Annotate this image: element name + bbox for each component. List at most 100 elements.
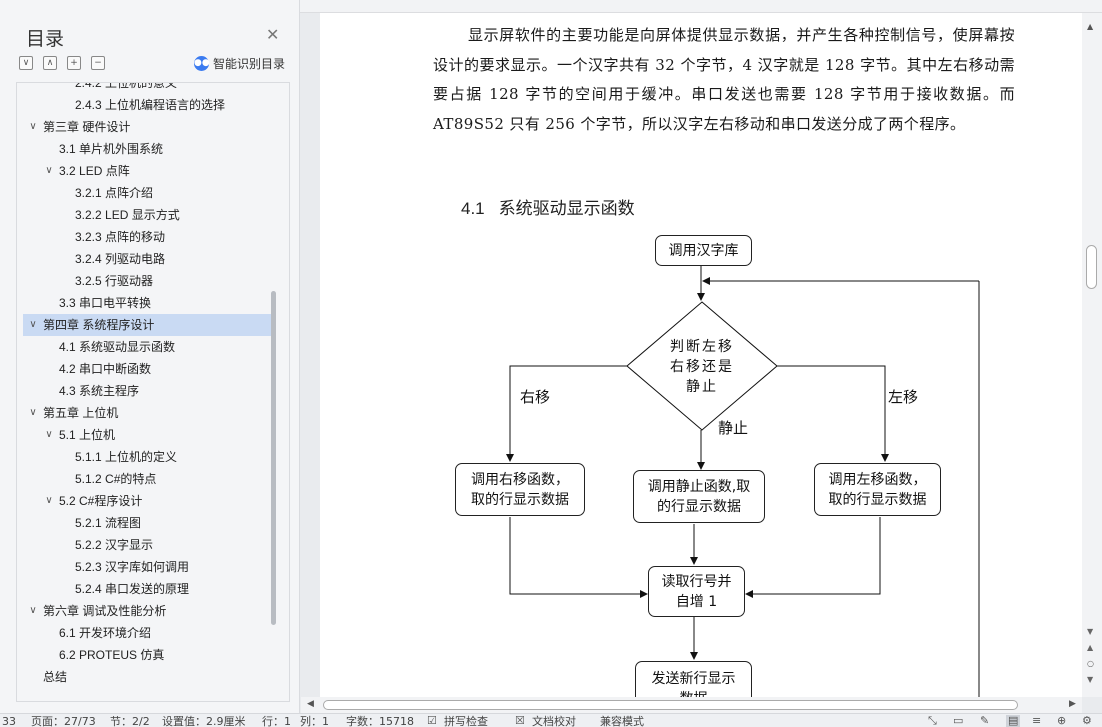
- toc-item[interactable]: 3.3 串口电平转换: [17, 292, 271, 314]
- status-setting[interactable]: 设置值：2.9厘米: [162, 715, 246, 727]
- toc-item-label: 3.2.4 列驱动电路: [75, 252, 166, 266]
- decision-line-2: 右移还是: [670, 359, 734, 375]
- toc-item-label: 5.1 上位机: [59, 428, 116, 442]
- add-heading-button[interactable]: +: [67, 56, 81, 70]
- left-box-line-1: 调用左移函数，: [828, 471, 927, 488]
- heading-number: 4.1: [461, 199, 485, 218]
- select-browse-icon[interactable]: ○: [1087, 659, 1094, 668]
- scroll-right-icon[interactable]: ▶: [1069, 699, 1076, 709]
- toc-item[interactable]: ∨3.2 LED 点阵: [17, 160, 271, 182]
- status-proofread[interactable]: 文档校对: [532, 715, 576, 727]
- web-view-icon[interactable]: ⊕: [1057, 714, 1067, 727]
- chevron-down-icon[interactable]: ∨: [29, 319, 37, 330]
- toc-item[interactable]: ∨第四章 系统程序设计: [23, 314, 271, 336]
- toc-item-label: 4.1 系统驱动显示函数: [59, 340, 176, 354]
- toc-item[interactable]: 6.2 PROTEUS 仿真: [17, 644, 271, 666]
- close-icon[interactable]: ✕: [266, 25, 280, 44]
- toc-item-label: 总结: [43, 670, 68, 684]
- toc-scrollbar[interactable]: [271, 291, 276, 625]
- fullscreen-icon[interactable]: ⤡: [928, 714, 937, 727]
- toc-item[interactable]: 5.2.1 流程图: [17, 512, 271, 534]
- prev-page-icon[interactable]: ▲: [1087, 643, 1094, 652]
- toc-item[interactable]: 3.2.4 列驱动电路: [17, 248, 271, 270]
- chevron-down-icon[interactable]: ∨: [45, 495, 53, 506]
- toc-item[interactable]: 3.1 单片机外围系统: [17, 138, 271, 160]
- toc-item-label: 5.2 C#程序设计: [59, 494, 143, 508]
- status-spellcheck[interactable]: 拼写检查: [444, 715, 488, 727]
- toc-item[interactable]: 5.1.1 上位机的定义: [17, 446, 271, 468]
- toc-item-label: 6.2 PROTEUS 仿真: [59, 648, 165, 662]
- next-page-icon[interactable]: ▼: [1087, 675, 1094, 684]
- vertical-scrollbar[interactable]: ▲ ▼ ▲ ○ ▼: [1082, 13, 1102, 697]
- flow-right-box: 调用右移函数， 取的行显示数据: [455, 463, 585, 516]
- vertical-scroll-thumb[interactable]: [1086, 245, 1097, 289]
- toc-item[interactable]: 5.2.3 汉字库如何调用: [17, 556, 271, 578]
- edit-mode-icon[interactable]: ✎: [980, 714, 990, 727]
- toc-item[interactable]: ∨ 5.1 上位机: [17, 424, 271, 446]
- toc-item[interactable]: 总结: [17, 666, 271, 688]
- read-mode-icon[interactable]: ▭: [953, 714, 964, 727]
- toc-item[interactable]: 3.2.5 行驱动器: [17, 270, 271, 292]
- left-box-line-2: 取的行显示数据: [828, 491, 927, 508]
- toc-item[interactable]: 2.4.2 上位机的意义: [17, 82, 271, 94]
- status-compat-mode: 兼容模式: [600, 715, 644, 727]
- toc-item[interactable]: 5.1.2 C#的特点: [17, 468, 271, 490]
- scroll-left-icon[interactable]: ◀: [307, 699, 314, 709]
- toc-item[interactable]: ∨第六章 调试及性能分析: [17, 600, 271, 622]
- toc-item-label: 3.2.3 点阵的移动: [75, 230, 166, 244]
- toc-item-label: 5.2.3 汉字库如何调用: [75, 560, 190, 574]
- chevron-down-icon[interactable]: ∨: [29, 605, 37, 616]
- status-page[interactable]: 页面：27/73: [31, 715, 96, 727]
- ai-toc-button[interactable]: ●● 智能识别目录: [194, 55, 285, 72]
- read-box-line-2: 自增 1: [675, 593, 718, 610]
- proofread-icon[interactable]: ☒: [515, 714, 525, 727]
- horizontal-scrollbar[interactable]: ◀ ▶: [301, 697, 1082, 713]
- chevron-down-icon[interactable]: ∨: [45, 165, 53, 176]
- right-box-line-1: 调用右移函数，: [471, 471, 569, 488]
- ai-icon: ●●: [194, 56, 210, 71]
- flow-static-box: 调用静止函数,取 的行显示数据: [633, 470, 765, 523]
- horizontal-scroll-thumb[interactable]: [323, 700, 1018, 710]
- flow-start-box: 调用汉字库: [655, 235, 752, 266]
- toc-item-label: 5.2.4 串口发送的原理: [75, 582, 190, 596]
- toc-item[interactable]: ∨ 5.2 C#程序设计: [17, 490, 271, 512]
- toc-item-label: 3.3 串口电平转换: [59, 296, 152, 310]
- collapse-all-button[interactable]: ∨: [19, 56, 33, 70]
- toc-item[interactable]: 3.2.2 LED 显示方式: [17, 204, 271, 226]
- toc-item[interactable]: 3.2.1 点阵介绍: [17, 182, 271, 204]
- status-words[interactable]: 字数：15718: [346, 715, 414, 727]
- toc-item-label: 2.4.2 上位机的意义: [75, 82, 178, 90]
- toc-item[interactable]: 5.2.2 汉字显示: [17, 534, 271, 556]
- expand-up-button[interactable]: ∧: [43, 56, 57, 70]
- toc-item[interactable]: ∨第三章 硬件设计: [17, 116, 271, 138]
- flow-start-text: 调用汉字库: [668, 242, 739, 259]
- spellcheck-icon[interactable]: ☑: [427, 714, 437, 727]
- chevron-down-icon[interactable]: ∨: [45, 429, 53, 440]
- toc-item-label: 3.2.1 点阵介绍: [75, 186, 154, 200]
- toc-item[interactable]: 4.1 系统驱动显示函数: [17, 336, 271, 358]
- settings-icon[interactable]: ⚙: [1082, 714, 1092, 727]
- toc-item[interactable]: 3.2.3 点阵的移动: [17, 226, 271, 248]
- status-row[interactable]: 行：1: [262, 715, 291, 727]
- status-col[interactable]: 列：1: [300, 715, 329, 727]
- chevron-down-icon[interactable]: ∨: [29, 121, 37, 132]
- scroll-up-icon[interactable]: ▲: [1087, 22, 1094, 31]
- remove-heading-button[interactable]: −: [91, 56, 105, 70]
- toc-item[interactable]: 4.2 串口中断函数: [17, 358, 271, 380]
- toc-item[interactable]: 2.4.3 上位机编程语言的选择: [17, 94, 271, 116]
- toc-item-label: 5.1.1 上位机的定义: [75, 450, 178, 464]
- chevron-down-icon[interactable]: ∨: [29, 407, 37, 418]
- send-box-line-1: 发送新行显示: [651, 671, 736, 687]
- page-view-icon[interactable]: ▤: [1006, 714, 1021, 727]
- static-box-line-2: 的行显示数据: [657, 498, 741, 515]
- outline-view-icon[interactable]: ≡: [1032, 714, 1042, 727]
- scroll-down-small-icon[interactable]: ▼: [1087, 627, 1094, 636]
- toc-item[interactable]: 5.2.4 串口发送的原理: [17, 578, 271, 600]
- toc-item[interactable]: 4.3 系统主程序: [17, 380, 271, 402]
- toc-item[interactable]: 6.1 开发环境介绍: [17, 622, 271, 644]
- toc-item-label: 5.2.1 流程图: [75, 516, 142, 530]
- toc-item[interactable]: ∨第五章 上位机: [17, 402, 271, 424]
- status-section[interactable]: 节：2/2: [110, 715, 150, 727]
